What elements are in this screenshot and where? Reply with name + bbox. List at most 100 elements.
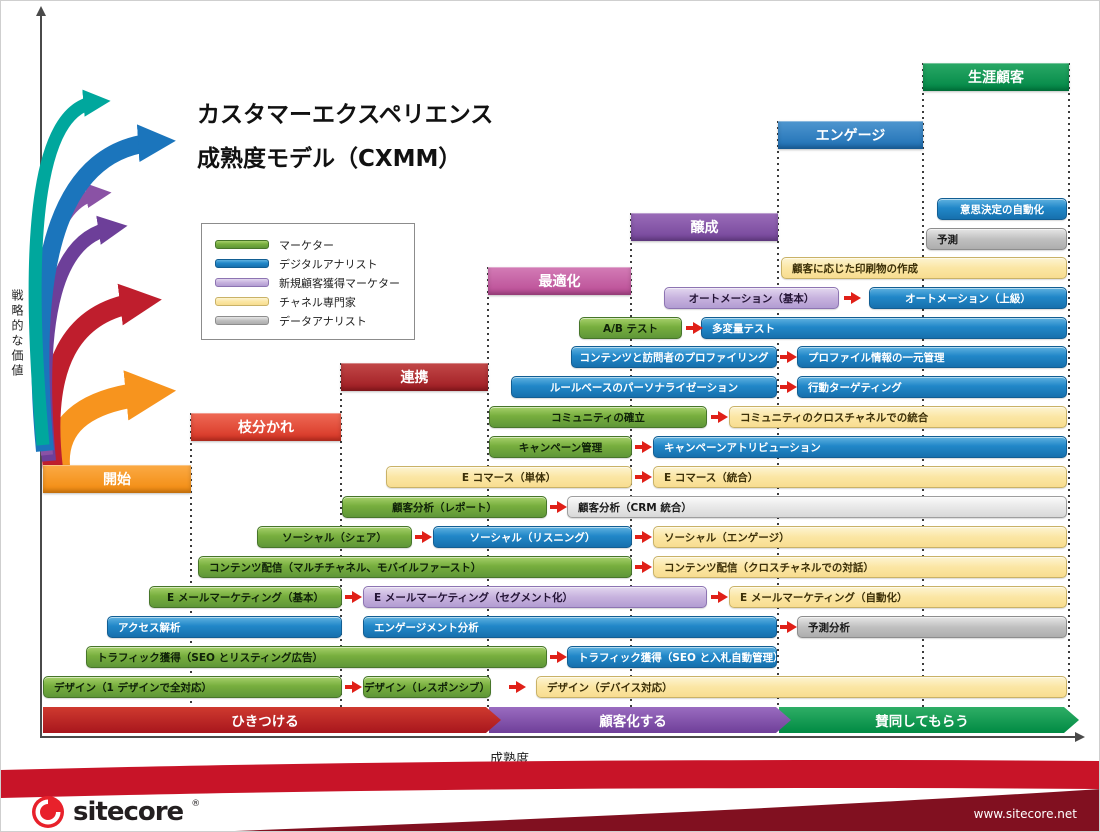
capability-bar: ソーシャル（リスニング） (433, 526, 632, 548)
legend-item: データアナリスト (215, 311, 401, 330)
capability-bar: コミュニティの確立 (489, 406, 707, 428)
progression-arrow-icon (550, 651, 567, 663)
chart-title: カスタマーエクスペリエンス 成熟度モデル（CXMM） (197, 93, 493, 181)
y-axis-label: 戦略的な価値 (10, 289, 24, 379)
y-axis-line (40, 15, 42, 737)
legend-label: データアナリスト (279, 314, 367, 328)
legend-swatch-digital (215, 259, 269, 268)
chart-title-line1: カスタマーエクスペリエンス (197, 102, 494, 128)
capability-bar: E コマース（単体） (386, 466, 632, 488)
stage-header-optimization: 最適化 (488, 267, 631, 295)
capability-bar: ソーシャル（シェア） (257, 526, 412, 548)
registered-mark: ® (191, 799, 201, 809)
progression-arrow-icon (635, 561, 652, 573)
stage-divider-line (190, 413, 192, 707)
capability-bar: オートメーション（基本） (664, 287, 839, 309)
legend-item: 新規顧客獲得マーケター (215, 273, 401, 292)
capability-bar: 顧客分析（CRM 統合） (567, 496, 1067, 518)
sitecore-logo: sitecore ® (31, 795, 200, 829)
capability-bar: 顧客分析（レポート） (342, 496, 547, 518)
x-axis-line (40, 736, 1077, 738)
legend-item: デジタルアナリスト (215, 254, 401, 273)
capability-bar: 行動ターゲティング (797, 376, 1067, 398)
chart-title-line2: 成熟度モデル（CXMM） (197, 146, 462, 172)
stage-header-start: 開始 (43, 465, 191, 493)
legend-label: マーケター (279, 238, 334, 252)
legend: マーケターデジタルアナリスト新規顧客獲得マーケターチャネル専門家データアナリスト (201, 223, 415, 340)
fan-arrow-purple (35, 182, 112, 456)
capability-bar: キャンペーン管理 (489, 436, 632, 458)
y-axis-arrow-icon (36, 6, 46, 16)
capability-bar: キャンペーンアトリビューション (653, 436, 1067, 458)
fan-arrow-teal (28, 89, 111, 446)
fan-arrow-violet (38, 215, 128, 462)
stage-flow-attract: ひきつける (43, 707, 501, 733)
capability-bar: コンテンツ配信（クロスチャネルでの対話） (653, 556, 1067, 578)
capability-bar: A/B テスト (579, 317, 682, 339)
fan-arrow-blue (31, 124, 176, 452)
stage-header-engage: エンゲージ (778, 121, 923, 149)
capability-bar: 予測 (926, 228, 1067, 250)
progression-arrow-icon (550, 501, 567, 513)
capability-bar: E メールマーケティング（セグメント化） (363, 586, 707, 608)
capability-bar: コンテンツと訪問者のプロファイリング (571, 346, 777, 368)
progression-arrow-icon (780, 351, 797, 363)
legend-swatch-data (215, 316, 269, 325)
capability-bar: エンゲージメント分析 (363, 616, 777, 638)
stage-header-nurture: 醸成 (631, 213, 778, 241)
legend-item: チャネル専門家 (215, 292, 401, 311)
progression-arrow-icon (635, 531, 652, 543)
stage-header-lifetime-customer: 生涯顧客 (923, 63, 1069, 91)
legend-swatch-marketer (215, 240, 269, 249)
stage-header-alignment: 連携 (341, 363, 488, 391)
progression-arrow-icon (509, 681, 526, 693)
capability-bar: オートメーション（上級） (869, 287, 1067, 309)
legend-label: チャネル専門家 (279, 295, 356, 309)
progression-arrow-icon (415, 531, 432, 543)
capability-bar: ルールベースのパーソナライゼーション (511, 376, 777, 398)
capability-bar: E メールマーケティング（基本） (149, 586, 342, 608)
sitecore-logo-text: sitecore (73, 797, 184, 827)
legend-swatch-channel (215, 297, 269, 306)
stage-divider-line (1068, 63, 1070, 707)
progression-arrow-icon (711, 411, 728, 423)
fan-arrow-orange (45, 370, 177, 477)
capability-bar: プロファイル情報の一元管理 (797, 346, 1067, 368)
capability-bar: トラフィック獲得（SEO とリスティング広告） (86, 646, 547, 668)
capability-bar: トラフィック獲得（SEO と入札自動管理） (567, 646, 777, 668)
capability-bar: 予測分析 (797, 616, 1067, 638)
stage-flow-convert: 顧客化する (489, 707, 791, 733)
capability-bar: E メールマーケティング（自動化） (729, 586, 1067, 608)
capability-bar: E コマース（統合） (653, 466, 1067, 488)
stage-flow-advocate: 賛同してもらう (779, 707, 1079, 733)
footer-url: www.sitecore.net (973, 807, 1077, 821)
legend-item: マーケター (215, 235, 401, 254)
progression-arrow-icon (711, 591, 728, 603)
footer-ribbon (1, 760, 1099, 831)
stage-divider-line (630, 213, 632, 707)
progression-arrow-icon (780, 621, 797, 633)
progression-arrow-icon (345, 681, 362, 693)
fan-arrow-red (40, 283, 162, 471)
capability-bar: 意思決定の自動化 (937, 198, 1067, 220)
capability-bar: コミュニティのクロスチャネルでの統合 (729, 406, 1067, 428)
progression-arrow-icon (635, 441, 652, 453)
progression-arrow-icon (780, 381, 797, 393)
legend-swatch-acquisition (215, 278, 269, 287)
capability-bar: デザイン（デバイス対応） (536, 676, 1067, 698)
capability-bar: アクセス解析 (107, 616, 342, 638)
legend-label: デジタルアナリスト (279, 257, 378, 271)
capability-bar: コンテンツ配信（マルチチャネル、モバイルファースト） (198, 556, 632, 578)
capability-bar: ソーシャル（エンゲージ） (653, 526, 1067, 548)
progression-arrow-icon (844, 292, 861, 304)
sitecore-logo-icon (32, 796, 64, 828)
progression-arrow-icon (345, 591, 362, 603)
progression-arrow-icon (686, 322, 703, 334)
capability-bar: デザイン（1 デザインで全対応） (43, 676, 342, 698)
capability-bar: 多変量テスト (701, 317, 1067, 339)
progression-arrow-icon (635, 471, 652, 483)
footer-ribbon-dark (234, 789, 1099, 831)
capability-bar: 顧客に応じた印刷物の作成 (781, 257, 1067, 279)
footer-ribbon-band (1, 760, 1099, 798)
